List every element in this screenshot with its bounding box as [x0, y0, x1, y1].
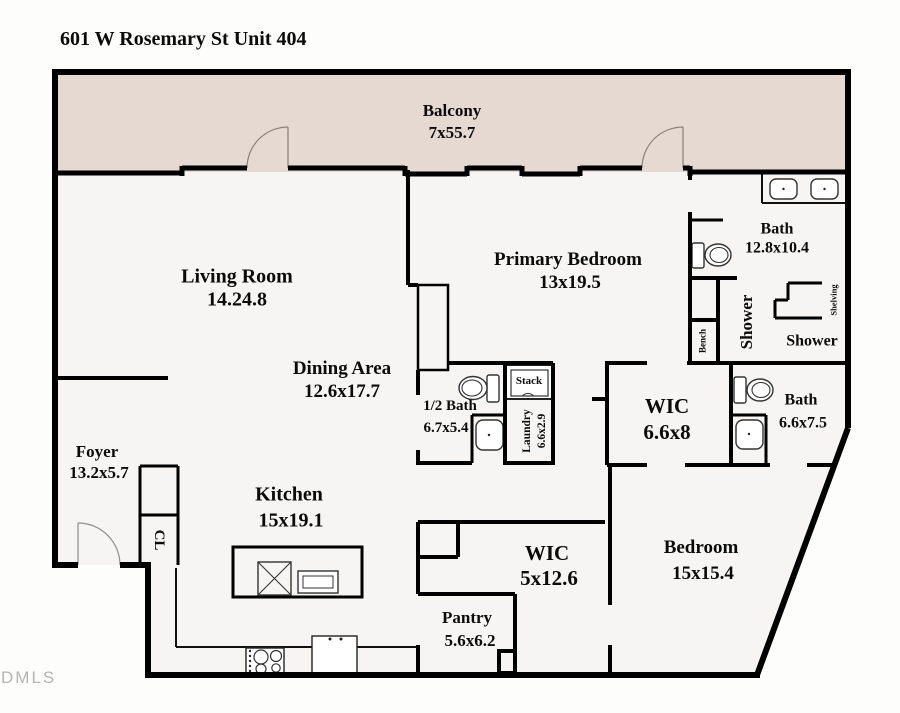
range-icon	[245, 647, 285, 675]
primary-bedroom-label: Primary Bedroom	[494, 249, 642, 271]
closet-label: CL	[150, 529, 167, 551]
shower-stall-label: Shower	[737, 294, 757, 350]
foyer-dims: 13.2x5.7	[69, 463, 129, 483]
kitchen-label: Kitchen	[255, 483, 323, 506]
shower-room-label: Shower	[786, 332, 838, 350]
dining-area-dims: 12.6x17.7	[304, 381, 380, 403]
stack-washer-dryer	[504, 364, 554, 400]
balcony-dims: 7x55.7	[428, 123, 476, 143]
wic-two-label: WIC	[524, 540, 570, 565]
bench-label: Bench	[697, 328, 708, 354]
walls-balcony	[55, 165, 848, 177]
kitchen-island	[231, 545, 364, 599]
laundry-label: Laundry	[520, 409, 533, 453]
primary-bedroom-dims: 13x19.5	[539, 272, 601, 294]
bath-two-label: Bath	[784, 391, 818, 409]
sink-icon	[475, 419, 504, 451]
bedroom-two-dims: 15x15.4	[672, 563, 734, 585]
unit-floor	[55, 72, 848, 675]
half-bath-dims: 6.7x5.4	[423, 420, 469, 437]
pantry-niche-column	[497, 649, 517, 675]
island-sink-x-icon	[257, 561, 292, 596]
walls-outer	[52, 69, 851, 678]
sink-icon	[735, 419, 764, 450]
toilet-icon	[458, 374, 500, 403]
stack-label: Stack	[515, 375, 543, 388]
living-room-dims: 14.24.8	[207, 288, 267, 311]
wic-primary-label: WIC	[644, 393, 690, 418]
pantry-label: Pantry	[441, 608, 493, 628]
walls-light	[138, 218, 822, 565]
wic-primary-dims: 6.6x8	[643, 419, 691, 444]
bath-two-dims: 6.6x7.5	[779, 414, 827, 432]
balcony-door-arc-left	[246, 126, 289, 169]
primary-bath-dims: 12.8x10.4	[745, 239, 809, 257]
balcony-label: Balcony	[422, 101, 482, 121]
entry-door-arc	[77, 522, 121, 566]
kitchen-counter	[175, 172, 848, 648]
shelving-label: Shelving	[828, 284, 839, 316]
toilet-icon	[733, 376, 774, 404]
kitchen-sink-icon	[311, 635, 358, 674]
half-bath-label: 1/2 Bath	[423, 398, 477, 415]
wic-two-dims: 5x12.6	[520, 565, 578, 590]
wall-chase-column	[416, 283, 450, 372]
bedroom-two-label: Bedroom	[663, 537, 739, 559]
mls-watermark: DMLS	[1, 668, 57, 687]
foyer-label: Foyer	[75, 442, 119, 462]
island-cooktop-icon	[297, 570, 339, 594]
toilet-icon	[691, 242, 732, 269]
living-room-label: Living Room	[181, 265, 293, 288]
balcony-door-arc-right	[641, 126, 684, 169]
primary-bath-label: Bath	[760, 220, 794, 238]
kitchen-dims: 15x19.1	[258, 509, 324, 532]
vanity-double-sink	[769, 178, 839, 200]
page-title: 601 W Rosemary St Unit 404	[60, 28, 307, 50]
pantry-dims: 5.6x6.2	[444, 631, 496, 651]
balcony-area	[55, 72, 848, 172]
laundry-dims: 6.6x2.9	[535, 413, 548, 449]
dining-area-label: Dining Area	[292, 358, 392, 380]
